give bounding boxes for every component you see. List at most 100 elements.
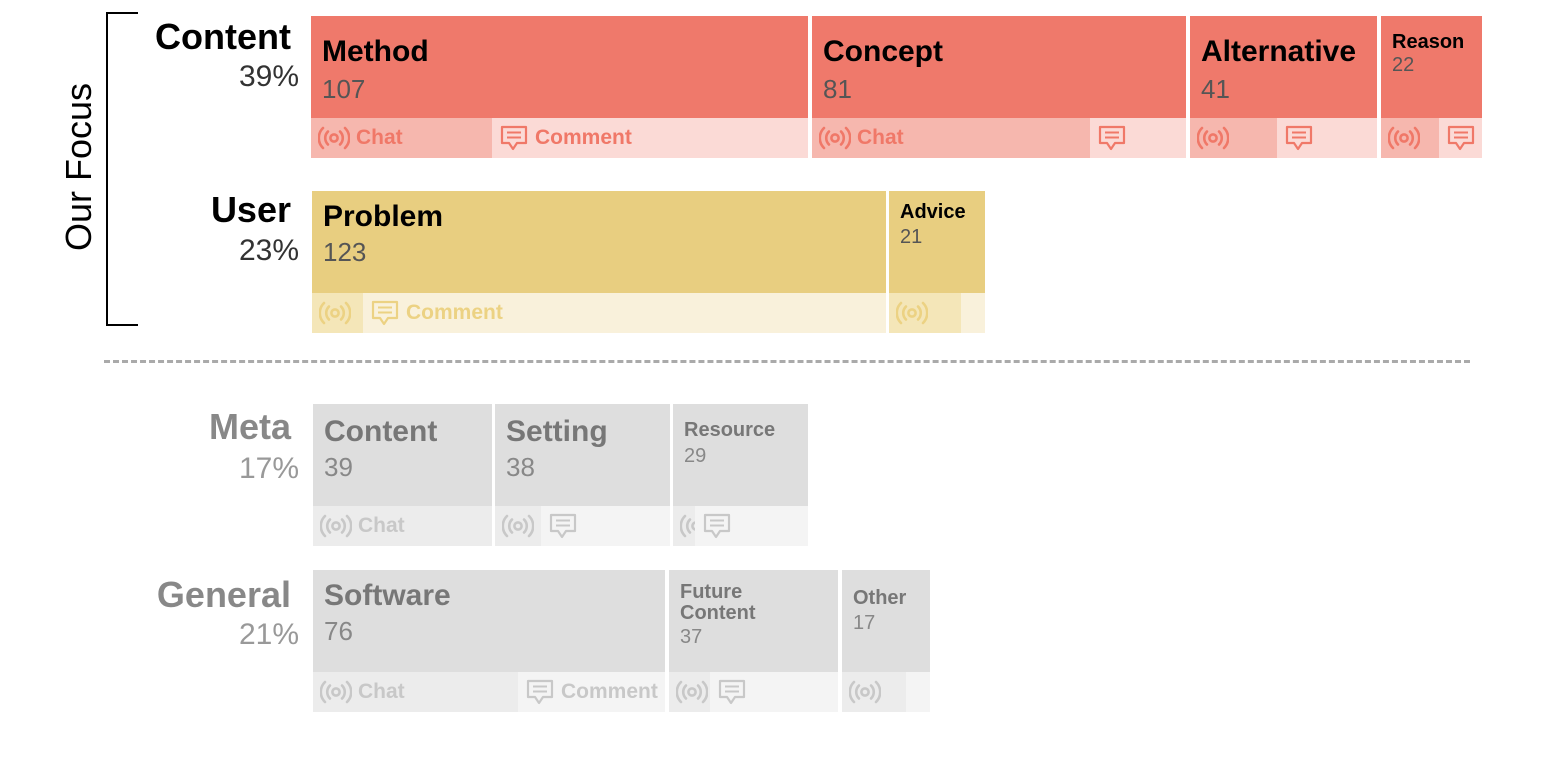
chat-segment[interactable]: Chat bbox=[313, 672, 518, 712]
source-breakdown bbox=[495, 506, 670, 546]
comment-icon bbox=[717, 678, 747, 706]
broadcast-icon bbox=[1387, 126, 1421, 150]
comment-segment[interactable] bbox=[1090, 118, 1186, 158]
comment-icon bbox=[1446, 124, 1476, 152]
chat-label: Chat bbox=[358, 514, 405, 537]
category-count: 17 bbox=[853, 612, 876, 634]
category-label: Problem bbox=[323, 200, 444, 233]
category-block: Concept 81 bbox=[812, 16, 1186, 118]
broadcast-icon bbox=[1196, 126, 1230, 150]
chat-segment[interactable] bbox=[1190, 118, 1277, 158]
category-count: 38 bbox=[506, 452, 535, 482]
chat-segment[interactable] bbox=[312, 293, 363, 333]
category-count: 29 bbox=[684, 445, 707, 467]
comment-segment[interactable] bbox=[961, 293, 985, 333]
source-breakdown bbox=[1381, 118, 1482, 158]
category-block: Other 17 bbox=[842, 570, 930, 672]
broadcast-icon bbox=[675, 680, 709, 704]
category-label: Other bbox=[853, 587, 907, 609]
category-label: Concept bbox=[823, 35, 943, 68]
comment-segment[interactable]: Comment bbox=[492, 118, 808, 158]
comment-segment[interactable] bbox=[1277, 118, 1377, 158]
group-percent: 23% bbox=[238, 234, 299, 267]
category-label: Alternative bbox=[1201, 35, 1357, 68]
category-block: Resource 29 bbox=[673, 404, 808, 506]
comment-label: Comment bbox=[406, 301, 503, 324]
focus-label: Our Focus bbox=[58, 82, 99, 252]
chat-segment[interactable] bbox=[495, 506, 541, 546]
category-block: Alternative 41 bbox=[1190, 16, 1377, 118]
comment-segment[interactable] bbox=[695, 506, 808, 546]
category-label: Advice bbox=[900, 201, 966, 223]
category-label: Resource bbox=[684, 419, 776, 441]
comment-segment[interactable]: Comment bbox=[518, 672, 665, 712]
group-percent: 17% bbox=[238, 452, 299, 485]
category-cell[interactable]: Alternative 41 bbox=[1190, 16, 1377, 158]
chat-segment[interactable]: Chat bbox=[313, 506, 492, 546]
category-count: 81 bbox=[823, 74, 852, 104]
comment-icon bbox=[702, 512, 732, 540]
comment-icon bbox=[370, 299, 400, 327]
group-name: General bbox=[156, 574, 291, 615]
group-name: User bbox=[210, 189, 291, 230]
chat-segment[interactable]: Chat bbox=[311, 118, 492, 158]
comment-segment[interactable] bbox=[710, 672, 838, 712]
source-breakdown: Chat Comment bbox=[311, 118, 808, 158]
chat-segment[interactable] bbox=[889, 293, 961, 333]
broadcast-icon bbox=[818, 126, 852, 150]
category-count: 76 bbox=[324, 616, 353, 646]
group-percent: 39% bbox=[238, 60, 299, 93]
comment-segment[interactable]: Comment bbox=[363, 293, 886, 333]
category-count: 41 bbox=[1201, 74, 1230, 104]
comment-segment[interactable] bbox=[1439, 118, 1482, 158]
category-block: Content 39 bbox=[313, 404, 492, 506]
chat-segment[interactable]: Chat bbox=[812, 118, 1090, 158]
chat-segment[interactable] bbox=[669, 672, 710, 712]
comment-label: Comment bbox=[561, 680, 658, 703]
chat-segment[interactable] bbox=[1381, 118, 1439, 158]
category-cell[interactable]: Other 17 bbox=[842, 570, 930, 712]
category-block: Setting 38 bbox=[495, 404, 670, 506]
category-label: Setting bbox=[506, 415, 608, 448]
focus-bracket bbox=[106, 12, 138, 326]
category-cell[interactable]: Resource 29 bbox=[673, 404, 808, 546]
category-count: 107 bbox=[322, 74, 366, 104]
category-count: 123 bbox=[323, 237, 367, 267]
source-breakdown: Chat Comment bbox=[313, 672, 665, 712]
source-breakdown: Chat bbox=[812, 118, 1186, 158]
category-count: 39 bbox=[324, 452, 353, 482]
source-breakdown bbox=[669, 672, 838, 712]
source-breakdown bbox=[1190, 118, 1377, 158]
chat-label: Chat bbox=[358, 680, 405, 703]
broadcast-icon bbox=[318, 301, 352, 325]
broadcast-icon bbox=[848, 680, 882, 704]
category-label: Reason bbox=[1392, 31, 1465, 53]
broadcast-icon bbox=[319, 514, 353, 538]
broadcast-icon bbox=[317, 126, 351, 150]
comment-icon bbox=[499, 124, 529, 152]
chat-segment[interactable] bbox=[673, 506, 713, 546]
source-breakdown bbox=[673, 506, 808, 546]
category-block: Problem 123 bbox=[312, 191, 886, 293]
comment-icon bbox=[1097, 124, 1127, 152]
chat-label: Chat bbox=[857, 126, 904, 149]
comment-segment[interactable] bbox=[906, 672, 930, 712]
comment-segment[interactable] bbox=[541, 506, 670, 546]
chat-segment[interactable] bbox=[842, 672, 906, 712]
category-label: Content bbox=[324, 415, 438, 448]
chat-label: Chat bbox=[356, 126, 403, 149]
group-name: Content bbox=[155, 16, 291, 57]
category-label: Software bbox=[324, 579, 451, 612]
category-cell[interactable]: Setting 38 bbox=[495, 404, 670, 546]
